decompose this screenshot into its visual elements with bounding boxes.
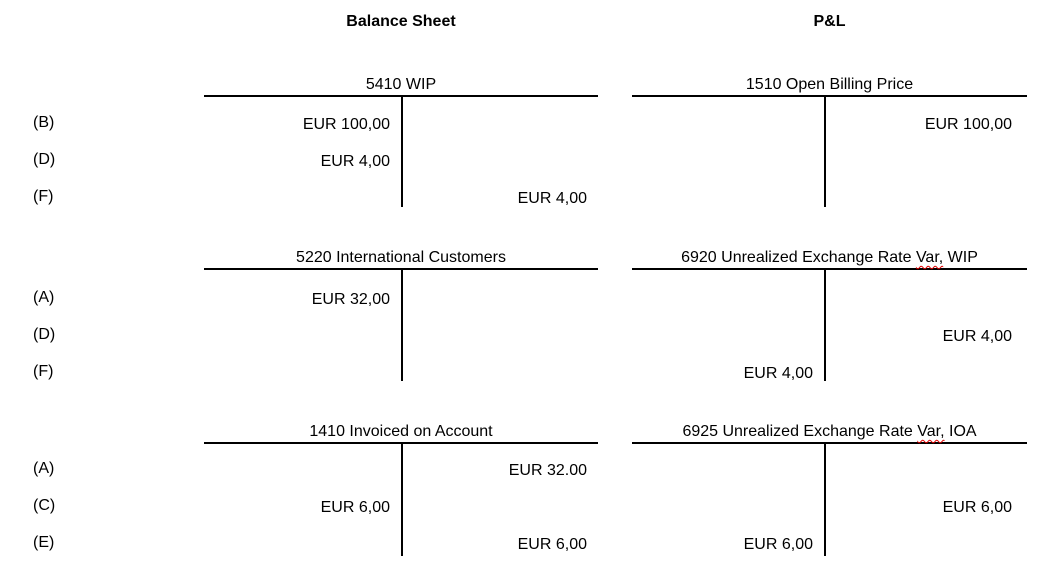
credit-entry: EUR 4,00 [517,190,587,207]
credit-entry: EUR 100,00 [924,116,1012,133]
debit-entry: EUR 4,00 [743,365,813,382]
taccount-5220-international-customers: 5220 International Customers EUR 32,00 [204,249,598,381]
spellcheck-underlined-word: Var, [915,249,944,266]
balance-sheet-column-header: Balance Sheet [346,13,456,30]
account-title-1510-open-billing-price: 1510 Open Billing Price [745,76,914,93]
t-account-divider-line [401,97,403,207]
entry-label-a: (A) [33,289,55,306]
title-text: 6920 Unrealized Exchange Rate [681,249,916,266]
account-title-6925-unrealized-exchange-rate-var-ioa: 6925 Unrealized Exchange Rate Var, IOA [632,422,1027,441]
taccount-6925-unrealized-exchange-rate-var-ioa: 6925 Unrealized Exchange Rate Var, IOA E… [632,423,1027,556]
title-text: 6925 Unrealized Exchange Rate [682,423,918,440]
debit-entry: EUR 6,00 [743,536,813,553]
account-title-5410-wip: 5410 WIP [365,76,437,93]
taccount-5410-wip: 5410 WIP EUR 100,00 EUR 4,00 EUR 4,00 [204,76,598,207]
entry-label-d: (D) [33,151,56,168]
t-account-divider-line [401,444,403,556]
account-title-5220-international-customers: 5220 International Customers [296,249,506,266]
account-title-6920-unrealized-exchange-rate-var-wip: 6920 Unrealized Exchange Rate Var, WIP [632,248,1027,267]
taccount-1410-invoiced-on-account: 1410 Invoiced on Account EUR 32.00 EUR 6… [204,423,598,556]
entry-label-f: (F) [33,188,54,205]
entry-label-b: (B) [33,114,55,131]
entry-label-e: (E) [33,534,55,551]
title-text: WIP [943,249,978,266]
spellcheck-underlined-word: Var, [917,423,945,440]
t-account-divider-line [824,444,826,556]
taccount-6920-unrealized-exchange-rate-var-wip: 6920 Unrealized Exchange Rate Var, WIP E… [632,249,1027,382]
pnl-column-header: P&L [813,13,846,30]
account-title-1410-invoiced-on-account: 1410 Invoiced on Account [309,423,493,440]
t-account-divider-line [401,270,403,381]
t-account-divider-line [824,97,826,207]
entry-label-a: (A) [33,460,55,477]
credit-entry: EUR 6,00 [517,536,587,553]
title-text: IOA [944,423,977,440]
debit-entry: EUR 100,00 [302,116,390,133]
entry-label-f: (F) [33,363,54,380]
taccount-1510-open-billing-price: 1510 Open Billing Price EUR 100,00 [632,76,1027,207]
credit-entry: EUR 32.00 [508,462,587,479]
entry-label-c: (C) [33,497,56,514]
credit-entry: EUR 4,00 [942,328,1012,345]
credit-entry: EUR 6,00 [942,499,1012,516]
t-account-divider-line [824,270,826,381]
debit-entry: EUR 4,00 [320,153,390,170]
entry-label-d: (D) [33,326,56,343]
debit-entry: EUR 6,00 [320,499,390,516]
debit-entry: EUR 32,00 [311,291,390,308]
